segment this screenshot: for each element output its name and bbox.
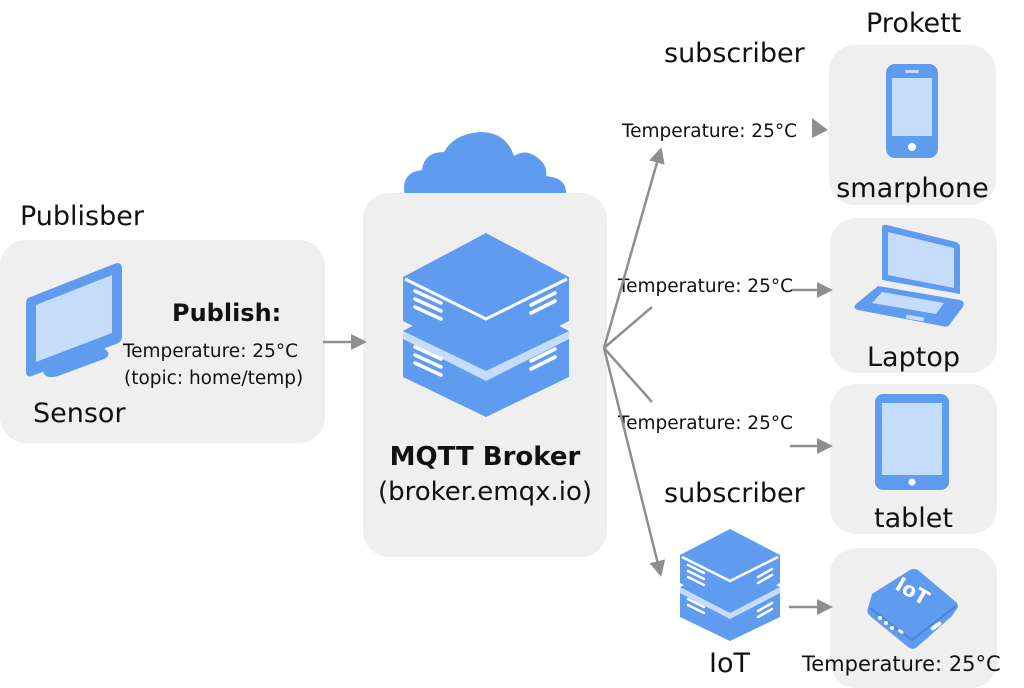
branch-laptop: [603, 306, 653, 349]
publisher-card: Publish: Temperature: 25°C (topic: home/…: [0, 240, 325, 443]
publisher-section-label: Publisber: [20, 201, 144, 232]
cloud-icon: [404, 132, 566, 206]
laptop-icon: [854, 224, 964, 327]
publish-message: Temperature: 25°C: [123, 341, 299, 362]
publish-topic: (topic: home/temp): [124, 368, 304, 389]
arrowhead-to-smartphone: [812, 118, 828, 138]
laptop-card: Laptop: [830, 218, 997, 373]
message-iot-device: Temperature: 25°C: [802, 652, 1001, 676]
subscriber-group-label: Prokett: [866, 8, 962, 39]
smartphone-card: smarphone: [829, 45, 996, 205]
smartphone-icon: [886, 64, 938, 158]
tablet-card: tablet: [830, 384, 997, 534]
server-stack-icon: [403, 233, 569, 417]
broker-host: (broker.emqx.io): [377, 477, 593, 507]
tablet-label: tablet: [874, 503, 953, 534]
message-laptop: Temperature: 25°C: [618, 276, 794, 297]
message-smartphone: Temperature: 25°C: [622, 121, 798, 142]
monitor-icon: [26, 263, 122, 378]
branch-tablet: [603, 347, 653, 403]
sensor-label: Sensor: [33, 398, 126, 429]
arrow-broker-to-iot-node: [602, 347, 666, 577]
iot-node-label: IoT: [709, 648, 750, 679]
iot-device-icon: IoT: [867, 569, 958, 649]
broker-card: MQTT Broker (broker.emqx.io): [363, 193, 607, 557]
publish-title: Publish:: [172, 299, 282, 327]
iot-device-card: IoT Temperature: 25°C: [802, 548, 1001, 688]
arrow-broker-to-smartphone: [602, 147, 665, 349]
laptop-label: Laptop: [867, 342, 960, 373]
subscriber-section-label-top: subscriber: [664, 38, 805, 69]
broker-title: MQTT Broker: [389, 442, 581, 472]
iot-node-server-icon: [680, 529, 780, 641]
subscriber-section-label-bottom: subscriber: [664, 478, 805, 509]
message-tablet: Temperature: 25°C: [618, 413, 794, 434]
smartphone-label: smarphone: [836, 173, 989, 204]
tablet-icon: [875, 394, 949, 490]
